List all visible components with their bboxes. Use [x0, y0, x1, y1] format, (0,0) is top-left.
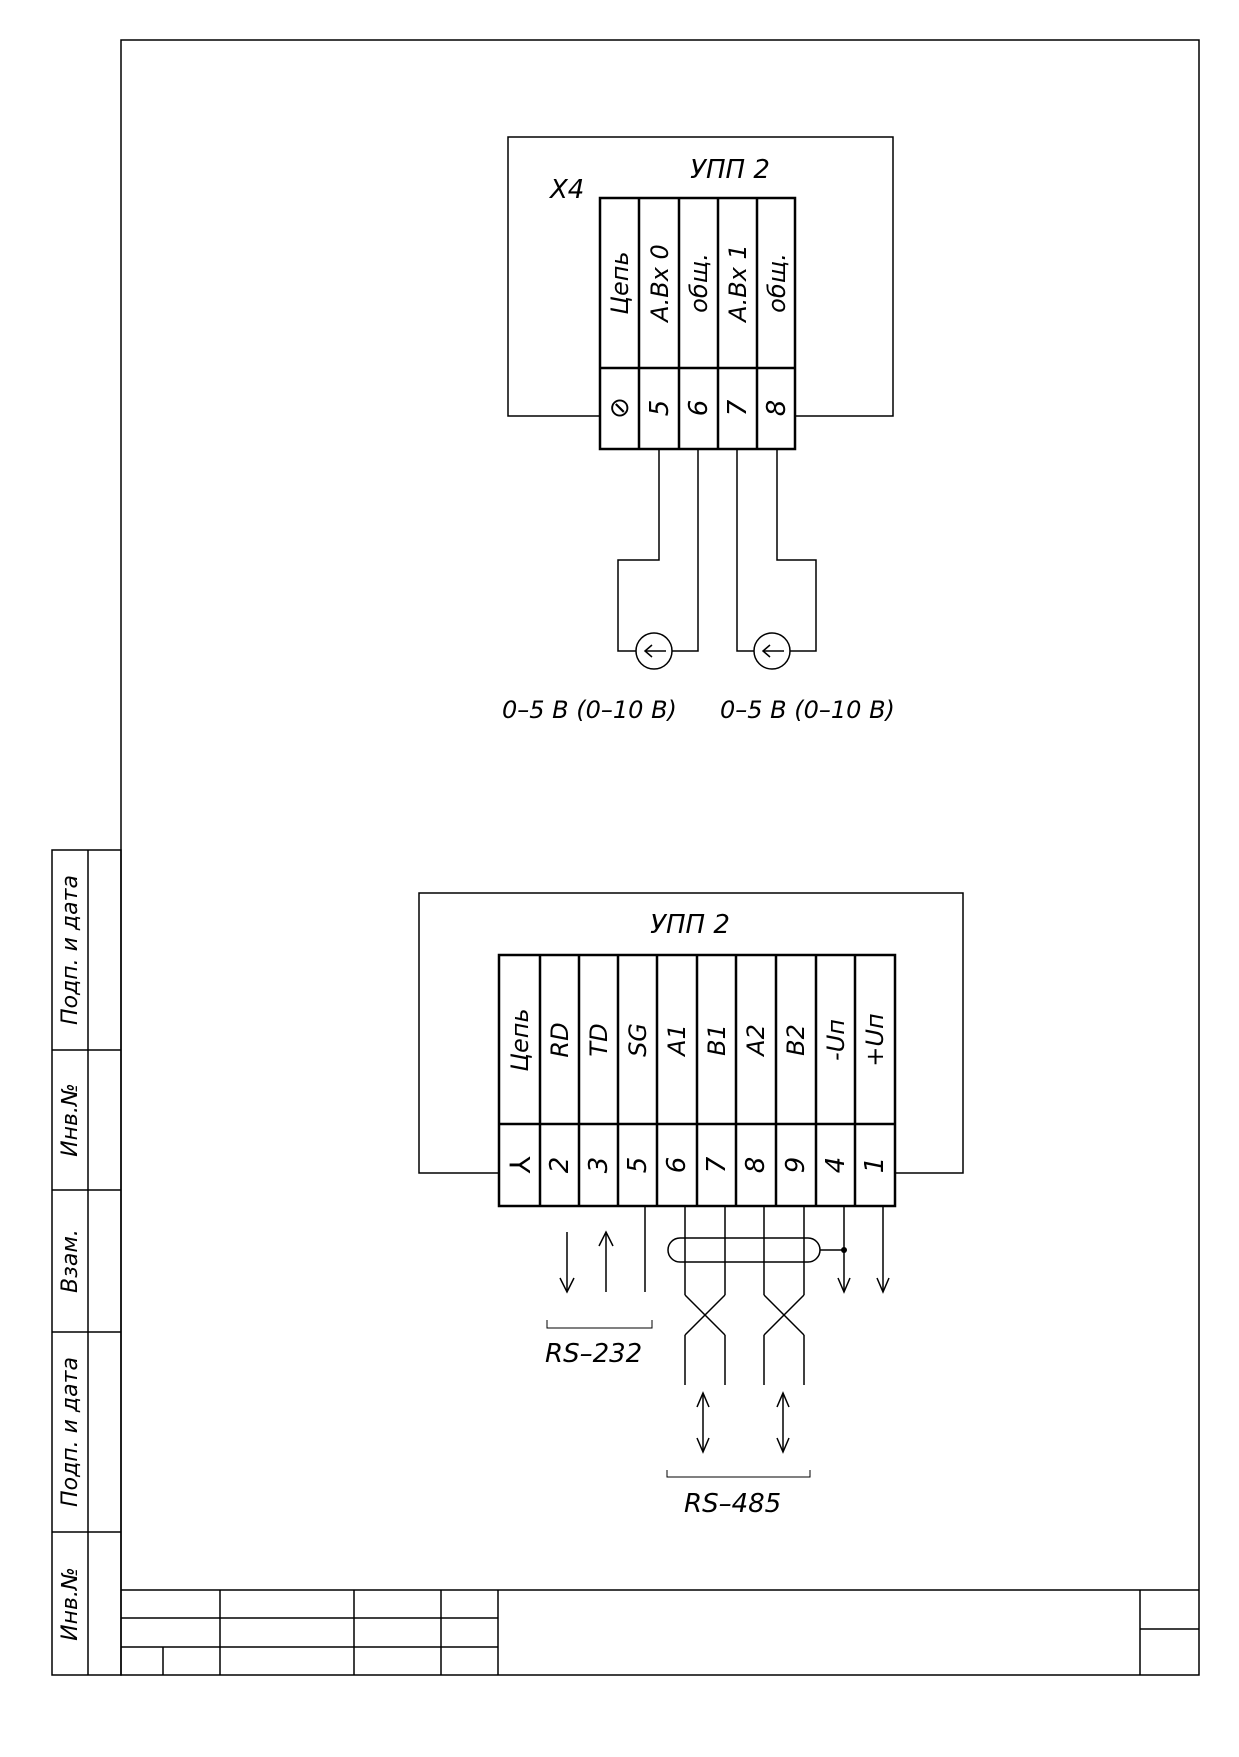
d2-pin-3: 3	[584, 1157, 614, 1174]
d2-header-td: TD	[585, 1023, 613, 1056]
device-1-outline	[507, 136, 894, 417]
d2-pin-6: 6	[662, 1157, 692, 1174]
side-label-sign-date-2: Подп. и дата	[58, 1357, 83, 1507]
d1-header-circuit: Цепь	[606, 251, 634, 314]
device-2-outline	[418, 892, 964, 1174]
diagram-1: X4 УПП 2 Цепь А.Вх 0 общ. А.Вх 1 общ. ⊘ …	[502, 136, 895, 724]
rs485-lines	[666, 1206, 847, 1478]
d2-ground-symbol: ⅄	[504, 1156, 537, 1175]
d1-wire-common-1	[672, 449, 699, 652]
side-label-inv-no-1: Инв.№	[58, 1083, 83, 1157]
diagram-2: УПП 2 Цепь RD TD SG A1 B1 A2 B2 -Uп +Uп …	[418, 892, 964, 1519]
side-label-replace: Взам.	[58, 1229, 83, 1293]
d1-wire-common-2	[776, 449, 817, 652]
d2-header-minus-up: -Uп	[822, 1019, 850, 1061]
d1-pin-5: 5	[645, 400, 675, 417]
d1-header-common-2: общ.	[763, 253, 791, 313]
connector-label: X4	[548, 175, 584, 205]
title-block	[121, 1589, 1199, 1675]
d2-pin-1: 1	[860, 1157, 890, 1174]
d2-header-plus-up: +Uп	[861, 1013, 889, 1066]
rs485-shield	[667, 1237, 821, 1263]
side-label-inv-no-2: Инв.№	[58, 1567, 83, 1641]
d2-header-b2: B2	[782, 1024, 810, 1056]
rs232-label: RS–232	[545, 1339, 642, 1369]
d1-sensor-2	[753, 632, 791, 670]
d2-pin-5: 5	[623, 1157, 653, 1174]
d1-ground-symbol: ⊘	[605, 397, 635, 419]
d1-wire-ain1	[736, 449, 754, 652]
d2-header-a2: A2	[742, 1024, 770, 1058]
device-2-label: УПП 2	[650, 910, 730, 940]
d1-header-ain1: А.Вх 1	[724, 244, 752, 324]
d2-header-sg: SG	[624, 1023, 652, 1057]
side-strip: Подп. и дата Инв.№ Взам. Подп. и дата Ин…	[51, 849, 122, 1676]
d1-pin-8: 8	[762, 400, 792, 417]
d2-pin-9: 9	[781, 1157, 811, 1174]
power-lines	[837, 1206, 890, 1294]
d1-wire-ain0	[617, 449, 660, 652]
d2-pin-4: 4	[821, 1157, 851, 1174]
rs485-label: RS–485	[684, 1489, 781, 1519]
d1-sensor-1-label: 0–5 В (0–10 В)	[502, 696, 677, 724]
d2-header-b1: B1	[703, 1024, 731, 1056]
side-label-sign-date-1: Подп. и дата	[58, 875, 83, 1025]
d1-pin-6: 6	[684, 400, 714, 417]
d2-pin-8: 8	[741, 1157, 771, 1174]
d1-pin-7: 7	[723, 399, 753, 416]
rs232-lines	[546, 1206, 653, 1329]
d2-header-a1: A1	[663, 1024, 691, 1058]
d2-header-rd: RD	[546, 1022, 574, 1057]
d1-header-common-1: общ.	[685, 253, 713, 313]
d2-pin-7: 7	[702, 1156, 732, 1173]
device-1-label: УПП 2	[690, 155, 770, 185]
d2-pin-2: 2	[545, 1157, 575, 1174]
d1-sensor-1	[635, 632, 673, 670]
d1-header-ain0: А.Вх 0	[646, 244, 674, 324]
d2-header-circuit: Цепь	[506, 1008, 534, 1071]
d1-sensor-2-label: 0–5 В (0–10 В)	[720, 696, 895, 724]
